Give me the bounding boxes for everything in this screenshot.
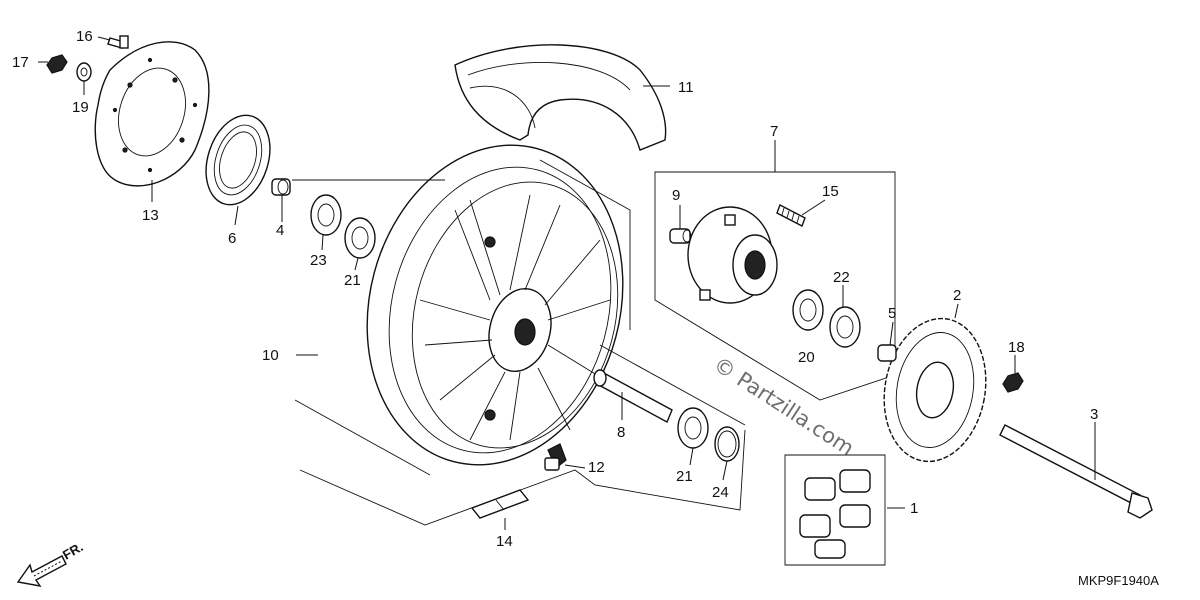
collar[interactable] xyxy=(271,178,291,196)
stud-bolt-15[interactable] xyxy=(776,204,806,227)
callout-21-right: 21 xyxy=(676,468,693,485)
callout-2: 2 xyxy=(953,287,961,304)
callout-8: 8 xyxy=(617,424,625,441)
collar-5[interactable] xyxy=(877,344,897,362)
callout-19: 19 xyxy=(72,99,89,116)
callout-13: 13 xyxy=(142,207,159,224)
hub-assembly-box xyxy=(654,171,896,401)
callout-5: 5 xyxy=(888,305,896,322)
collar-9[interactable] xyxy=(669,228,692,244)
bolt-16[interactable] xyxy=(107,35,129,49)
shadow-texture xyxy=(292,159,746,526)
callout-6: 6 xyxy=(228,230,236,247)
o-ring-24[interactable] xyxy=(714,426,740,462)
callout-22: 22 xyxy=(833,269,850,286)
diagram-code: MKP9F1940A xyxy=(1078,573,1159,588)
front-indicator: FR. xyxy=(16,539,86,587)
bearing-23[interactable] xyxy=(310,194,342,236)
washer-19[interactable] xyxy=(76,62,92,82)
wheel-damper[interactable] xyxy=(799,469,871,559)
callout-24: 24 xyxy=(712,484,729,501)
callout-17: 17 xyxy=(12,54,29,71)
callout-12: 12 xyxy=(588,459,605,476)
bearing-20[interactable] xyxy=(792,289,824,331)
brake-disc[interactable] xyxy=(94,41,210,187)
tire-valve[interactable] xyxy=(544,443,567,471)
callout-10: 10 xyxy=(262,347,279,364)
balance-weight[interactable] xyxy=(470,489,530,519)
dust-seal[interactable] xyxy=(195,107,280,213)
callout-3: 3 xyxy=(1090,406,1098,423)
callout-4: 4 xyxy=(276,222,284,239)
bearing-22[interactable] xyxy=(829,306,861,348)
front-arrow-icon xyxy=(16,555,67,587)
hub-flange[interactable] xyxy=(687,206,778,304)
sprocket[interactable] xyxy=(873,310,996,469)
rear-axle[interactable] xyxy=(999,424,1153,519)
callout-18: 18 xyxy=(1008,339,1025,356)
callout-23: 23 xyxy=(310,252,327,269)
tire[interactable] xyxy=(454,44,667,151)
callout-7: 7 xyxy=(770,123,778,140)
nut-18[interactable] xyxy=(1002,372,1024,393)
callout-21-left: 21 xyxy=(344,272,361,289)
callout-20: 20 xyxy=(798,349,815,366)
bearing-21-right[interactable] xyxy=(677,407,709,449)
wheel[interactable] xyxy=(332,116,657,494)
callout-1: 1 xyxy=(910,500,918,517)
callout-11: 11 xyxy=(678,79,694,96)
bearing-21-left[interactable] xyxy=(344,217,376,259)
damper-box xyxy=(784,454,886,566)
callout-9: 9 xyxy=(672,187,680,204)
callout-labels: 16 17 19 13 6 4 23 21 11 7 9 15 22 20 10… xyxy=(12,28,1098,550)
callout-14: 14 xyxy=(496,533,513,550)
callout-15: 15 xyxy=(822,183,839,200)
leader-lines xyxy=(38,36,1096,530)
nut-17[interactable] xyxy=(46,54,68,74)
callout-16: 16 xyxy=(76,28,93,45)
axle-collar[interactable] xyxy=(593,369,673,423)
